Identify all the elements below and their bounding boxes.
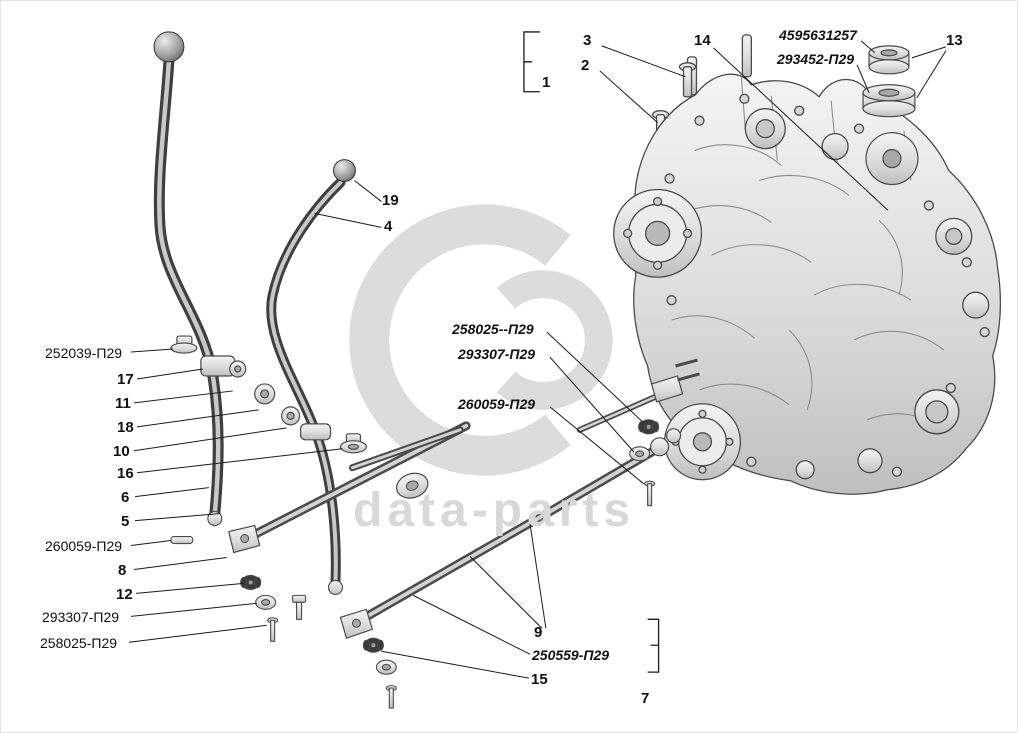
callout-7: 7	[641, 690, 650, 707]
callout-1: 1	[542, 74, 551, 91]
pin-right	[644, 480, 656, 507]
fastener-sets	[170, 419, 660, 709]
lever-primary-knob	[153, 31, 185, 63]
u-joint	[650, 437, 670, 457]
washer-left	[255, 594, 277, 610]
flange-front	[613, 188, 703, 278]
bolt-small	[292, 594, 307, 620]
part-number-mid-washer: 293307-П29	[458, 346, 536, 362]
callout-17: 17	[117, 371, 134, 388]
callout-11: 11	[115, 395, 131, 412]
callout-13: 13	[946, 32, 963, 49]
callout-10: 10	[113, 443, 130, 460]
callout-2: 2	[581, 57, 590, 74]
washer-mid	[375, 659, 397, 675]
callout-leader-lines	[128, 40, 947, 679]
bracket-group-1	[523, 31, 540, 93]
callout-15: 15	[531, 671, 548, 688]
callout-8: 8	[118, 562, 127, 579]
lever-primary-end	[207, 511, 223, 527]
rubber-grommet-right	[638, 419, 660, 435]
callout-5: 5	[121, 513, 130, 530]
bracket-group-7	[647, 618, 660, 673]
pin-clevis-left	[170, 535, 194, 545]
part-number-left-pin: 260059-П29	[45, 538, 123, 554]
gearbox-drawing	[613, 34, 1002, 495]
callout-4: 4	[384, 218, 393, 235]
rubber-grommet-mid	[362, 637, 384, 653]
shift-levers	[153, 31, 356, 587]
callout-12: 12	[116, 586, 133, 603]
callout-9: 9	[534, 624, 543, 641]
part-number-top-right-upper: 4595631257	[779, 27, 857, 43]
callout-14: 14	[694, 32, 711, 49]
callout-6: 6	[121, 489, 130, 506]
pin-mid	[385, 685, 397, 709]
grommet-stack	[862, 45, 919, 186]
watermark-logo	[349, 204, 613, 476]
pin-left	[267, 617, 279, 642]
callout-3: 3	[583, 32, 592, 49]
callout-18: 18	[117, 419, 134, 436]
assembly-brackets	[523, 31, 660, 673]
part-number-mid-cotter: 258025--П29	[452, 321, 534, 337]
part-number-top-right-lower: 293452-П29	[777, 51, 855, 67]
flange-lower	[663, 403, 742, 481]
lever-secondary-knob	[332, 159, 356, 183]
part-number-left-cotter: 258025-П29	[40, 635, 118, 651]
watermark-text: data-parts	[353, 484, 636, 537]
lever-hardware	[170, 335, 367, 454]
part-number-mid-pin: 260059-П29	[458, 396, 536, 412]
callout-19: 19	[382, 192, 399, 209]
linkage-rods	[228, 358, 700, 640]
lever-secondary-end	[327, 579, 344, 595]
part-number-left-bolt: 252039-П29	[45, 345, 123, 361]
part-number-bottom-rod: 250559-П29	[532, 647, 610, 663]
callout-16: 16	[117, 465, 134, 482]
rubber-grommet-left	[240, 574, 262, 590]
housing-bosses	[744, 108, 990, 480]
washer-right	[629, 446, 651, 462]
housing-ribs	[671, 76, 948, 433]
part-number-left-washer: 293307-П29	[42, 609, 120, 625]
housing-bolt-heads	[664, 93, 990, 477]
